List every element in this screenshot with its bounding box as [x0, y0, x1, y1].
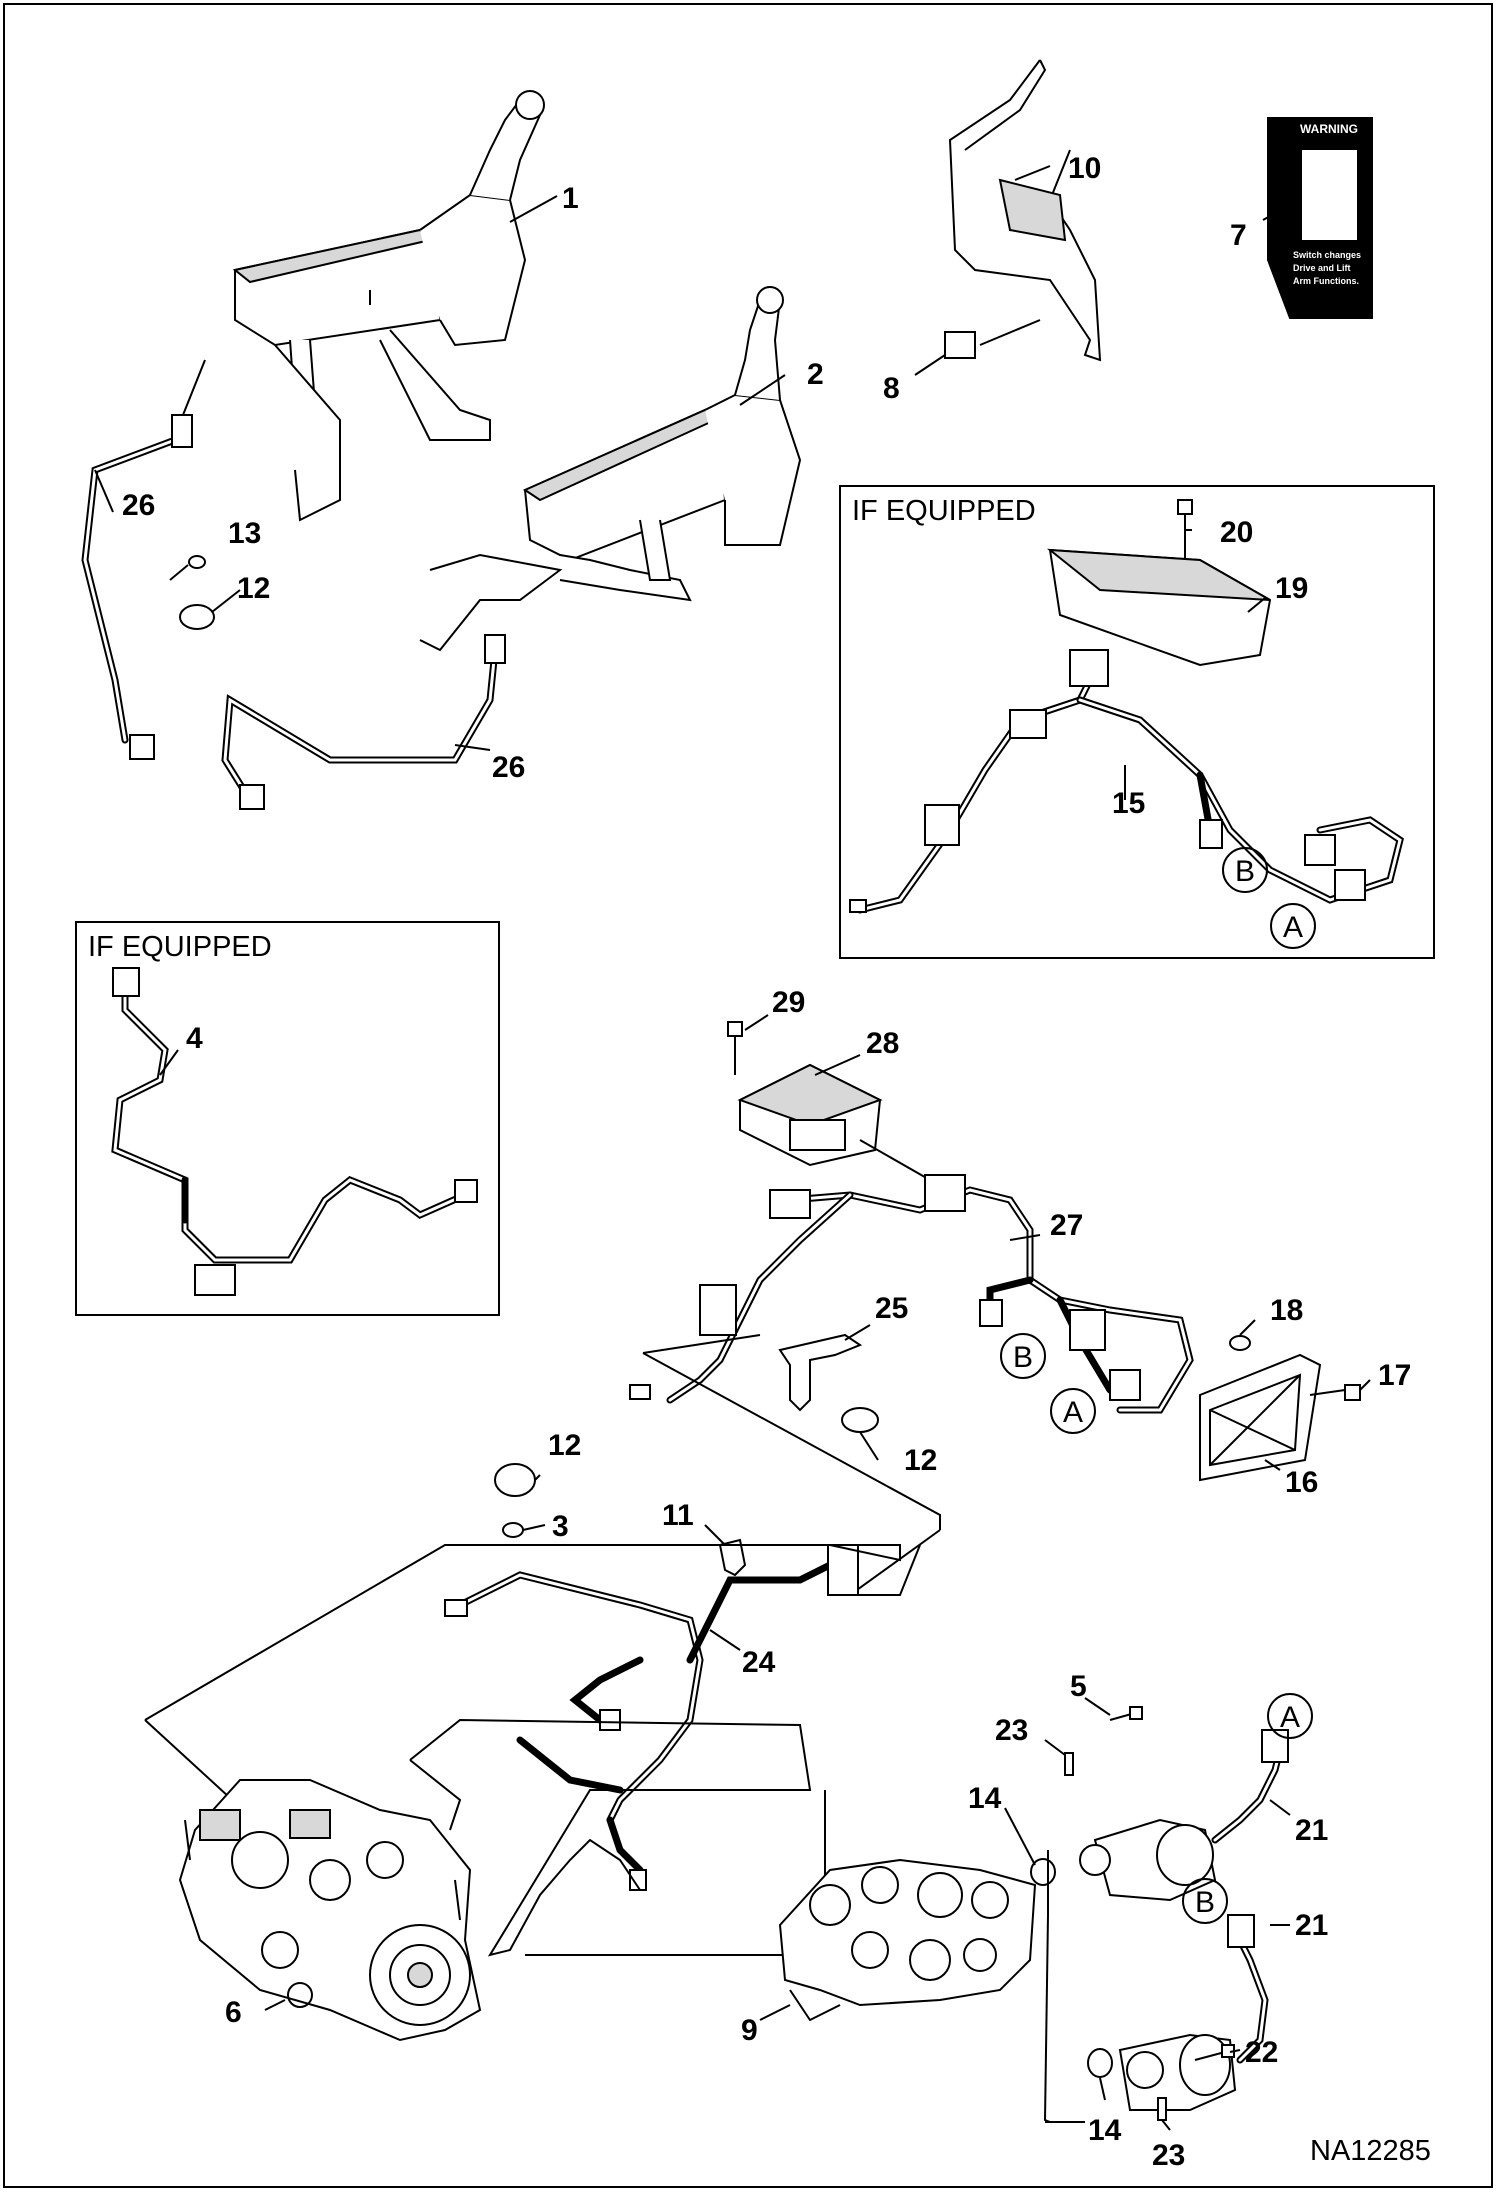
- nut-18: [1229, 1335, 1251, 1351]
- callout-12-lower: 12: [548, 1429, 581, 1462]
- clip-11: [718, 1538, 747, 1577]
- harness-option-title: IF EQUIPPED: [88, 931, 272, 963]
- callout-10: 10: [1068, 152, 1101, 185]
- switch-8: [944, 331, 976, 359]
- callout-11: 11: [662, 1499, 694, 1532]
- callout-26-upper: 26: [122, 489, 155, 522]
- clamp-12-upper: [179, 604, 215, 630]
- callout-2: 2: [807, 358, 824, 391]
- nut-13: [188, 555, 206, 569]
- decal-body-line2: Drive and Lift: [1293, 263, 1351, 273]
- callout-18: 18: [1270, 1294, 1303, 1327]
- harness-4-connector-bottom: [194, 1264, 236, 1296]
- decal-body-line1: Switch changes: [1293, 250, 1361, 260]
- callout-27: 27: [1050, 1209, 1083, 1242]
- bolt-17: [1309, 1384, 1361, 1401]
- harness-connector-26a-bottom: [129, 734, 155, 760]
- ref-circle-b-upper: B: [1222, 847, 1268, 893]
- callout-24: 24: [742, 1646, 776, 1679]
- pin-23-upper: [1064, 1752, 1074, 1776]
- harness-connector-26a-top: [171, 414, 193, 448]
- sheet-border: [3, 3, 1493, 2188]
- callout-12-upper: 12: [237, 572, 270, 605]
- clamp-12-lower: [494, 1463, 536, 1497]
- callout-6: 6: [225, 1996, 242, 2029]
- callout-25: 25: [875, 1292, 908, 1325]
- callout-23-lower: 23: [1152, 2139, 1185, 2172]
- o-ring-14-lower: [1087, 2048, 1113, 2078]
- callout-12-middle: 12: [904, 1444, 937, 1477]
- bolt-22: [1194, 2051, 1226, 2061]
- callout-15: 15: [1112, 787, 1145, 820]
- decal-body-line3: Arm Functions.: [1293, 276, 1359, 286]
- callout-5: 5: [1070, 1670, 1087, 1703]
- callout-26-lower: 26: [492, 751, 525, 784]
- callout-21-lower: 21: [1295, 1909, 1328, 1942]
- callout-17: 17: [1378, 1359, 1411, 1392]
- ref-circle-a-upper: A: [1270, 903, 1316, 949]
- harness-4-connector-top: [112, 967, 140, 997]
- svg-text:A: A: [1280, 1701, 1300, 1734]
- svg-text:A: A: [1063, 1396, 1083, 1429]
- harness-option-box: [75, 921, 500, 1316]
- callout-14-lower: 14: [1088, 2114, 1122, 2147]
- callout-1: 1: [562, 182, 579, 215]
- right-joystick-controller: [419, 286, 802, 652]
- drawing-number: NA12285: [1310, 2135, 1431, 2167]
- svg-text:B: B: [1013, 1341, 1033, 1374]
- control-valve-9: [778, 1858, 1037, 2022]
- callout-21-upper: 21: [1295, 1814, 1328, 1847]
- callout-3: 3: [552, 1510, 569, 1543]
- clamp-12-middle: [841, 1407, 879, 1433]
- svg-text:B: B: [1235, 855, 1255, 888]
- decal-warning-header: WARNING: [1300, 122, 1358, 136]
- o-ring-14-upper: [1030, 1858, 1056, 1886]
- callout-7: 7: [1230, 219, 1247, 252]
- ref-circle-a-middle: A: [1050, 1388, 1096, 1434]
- callout-4: 4: [186, 1022, 203, 1055]
- callout-20: 20: [1220, 516, 1253, 549]
- actuator-21-upper: [1079, 1818, 1217, 1902]
- switch-panel-10: [948, 59, 1102, 362]
- hydrostatic-pump-6: [178, 1779, 482, 2042]
- svg-text:B: B: [1195, 1886, 1215, 1919]
- actuator-21-lower: [1118, 2033, 1237, 2111]
- ref-circle-b-middle: B: [1000, 1333, 1046, 1379]
- callout-22: 22: [1245, 2036, 1278, 2069]
- nut-3: [502, 1522, 524, 1538]
- callout-13: 13: [228, 517, 261, 550]
- ref-circle-b-lower: B: [1182, 1878, 1228, 1924]
- switch-harness-option-box: [839, 485, 1435, 959]
- ref-circle-a-lower: A: [1267, 1693, 1313, 1739]
- warning-decal-7: WARNING Switch changes Drive and Lift Ar…: [1267, 117, 1373, 319]
- pin-23-lower: [1157, 2097, 1167, 2121]
- callout-28: 28: [866, 1027, 899, 1060]
- callout-9: 9: [741, 2014, 758, 2047]
- harness-4-connector-right: [454, 1179, 478, 1203]
- left-joystick-controller: [232, 90, 545, 522]
- switch-harness-option-title: IF EQUIPPED: [852, 495, 1036, 527]
- callout-8: 8: [883, 372, 900, 405]
- callout-16: 16: [1285, 1466, 1318, 1499]
- bracket-16: [1199, 1353, 1322, 1482]
- callout-29: 29: [772, 986, 805, 1019]
- callout-19: 19: [1275, 572, 1308, 605]
- callout-14-upper: 14: [968, 1782, 1002, 1815]
- harness-connector-26b-bottom: [239, 784, 265, 810]
- callout-leaders: [94, 165, 1371, 2131]
- callout-23-upper: 23: [995, 1714, 1028, 1747]
- bracket-25: [778, 1333, 863, 1412]
- svg-text:A: A: [1283, 911, 1303, 944]
- harness-connector-26b-top: [484, 634, 506, 664]
